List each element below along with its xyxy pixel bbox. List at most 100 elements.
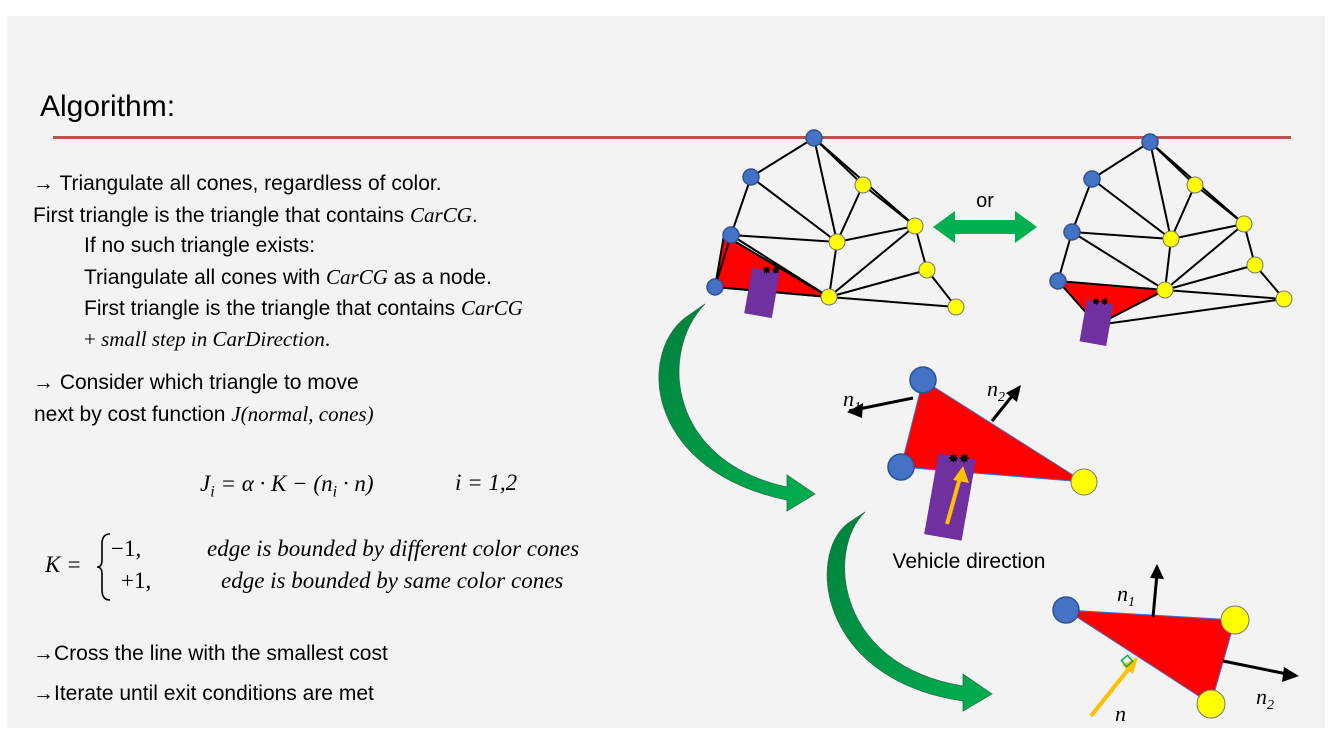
line-text: Triangulate all cones with [84, 266, 327, 289]
line-text-post: as a node. [387, 266, 492, 289]
line-cost-function: next by cost function J(normal, cones) [34, 402, 374, 427]
blue-cone [722, 226, 740, 244]
eq-j-rhs2: · n) [337, 471, 374, 496]
algorithm-figure: ✸✸ or [658, 129, 1299, 726]
yellow-cone [1246, 256, 1264, 274]
eq-j-symbol: J [200, 471, 211, 496]
blue-cone [887, 453, 915, 481]
line-small-step: + small step in CarDirection. [84, 327, 330, 352]
yellow-cone [947, 298, 965, 316]
slide-title: Algorithm: [40, 90, 176, 123]
line-text: next by cost function [34, 403, 232, 426]
line-triangulate: → Triangulate all cones, regardless of c… [33, 172, 442, 195]
plus-sign: + [84, 327, 102, 351]
blue-cone [909, 366, 937, 394]
line-consider: → Consider which triangle to move [33, 371, 359, 394]
n1-arrow-2 [1151, 573, 1159, 618]
yellow-cone [1162, 230, 1180, 248]
period: . [471, 204, 478, 227]
yellow-cone [906, 217, 924, 235]
yellow-cone [1235, 215, 1253, 233]
equation-k-left: K = [45, 552, 82, 577]
title-rule [53, 136, 1291, 139]
cones-2 [1049, 133, 1293, 308]
blue-cone [1049, 272, 1067, 290]
blue-cone [1063, 223, 1081, 241]
k-case-2-value: +1, [121, 568, 152, 593]
cost-J: J [231, 402, 241, 426]
equation-j: Ji = α · K − (ni · n) [200, 470, 373, 502]
line-cross: →Cross the line with the smallest cost [33, 642, 388, 665]
n1-label: n1 [843, 386, 861, 415]
line-first-triangle-text: First triangle is the triangle that cont… [33, 204, 411, 227]
carcg-math: CarCG [326, 265, 388, 289]
n-label: n [1115, 701, 1126, 726]
mesh-1-edges [714, 137, 957, 308]
line-first-triangle-2: First triangle is the triangle that cont… [84, 296, 523, 321]
curved-arrow-icon [658, 303, 816, 512]
k-case-1-value: −1, [111, 536, 142, 561]
triangulation-1: ✸✸ [706, 129, 965, 319]
small-step-math: small step in CarDirection [101, 327, 325, 351]
current-triangle-2 [1055, 279, 1169, 327]
yellow-cone [820, 288, 838, 306]
line-if-no-triangle: If no such triangle exists: [84, 234, 316, 257]
headlights-icon: ✸✸ [762, 265, 780, 277]
zoom-triangle-2: n1 n2 n [1052, 564, 1299, 726]
cost-args: (normal, cones) [240, 402, 374, 426]
n1-label-2: n1 [1117, 581, 1135, 610]
line-text: First triangle is the triangle that cont… [84, 297, 462, 320]
headlights-icon: ✸✸ [1092, 297, 1109, 308]
period: . [324, 327, 331, 351]
yellow-cone [918, 261, 936, 279]
yellow-cone [1070, 468, 1098, 496]
blue-cone [742, 168, 760, 186]
direction-arrowhead [953, 466, 969, 483]
yellow-cone [1220, 605, 1250, 635]
vehicle-direction-label: Vehicle direction [893, 550, 1046, 573]
k-case-1-desc: edge is bounded by different color cones [207, 536, 580, 561]
line-first-triangle: First triangle is the triangle that cont… [33, 203, 478, 228]
blue-cone [805, 129, 823, 147]
double-arrow-icon [933, 211, 1037, 243]
headlights-icon: ✸✸ [948, 451, 970, 466]
n-arrow [1089, 664, 1133, 718]
vehicle-direction-arrow [945, 473, 963, 525]
triangulation-2: ✸✸ [1049, 133, 1293, 346]
yellow-cone [854, 176, 872, 194]
carcg-math: CarCG [410, 203, 472, 227]
blue-cone [1083, 170, 1101, 188]
yellow-cone [1196, 689, 1226, 719]
line-triangulate-carcg: Triangulate all cones with CarCG as a no… [84, 265, 492, 290]
line-iterate: →Iterate until exit conditions are met [33, 682, 374, 705]
brace-icon [96, 533, 111, 601]
zoom-triangle-1: ✸✸ n1 n2 [843, 366, 1098, 541]
blue-cone [706, 278, 724, 296]
eq-n-sub: i [332, 483, 338, 501]
curved-arrow-icon-2 [826, 511, 993, 712]
vehicle-1 [744, 267, 780, 319]
yellow-cone [1186, 176, 1204, 194]
carcg-math: CarCG [461, 296, 523, 320]
k-case-2-desc: edge is bounded by same color cones [221, 568, 564, 593]
n2-label: n2 [987, 376, 1005, 405]
n2-arrowhead-2 [1282, 667, 1299, 682]
n2-arrow-2 [1222, 659, 1288, 676]
vehicle-2 [1079, 299, 1114, 346]
or-label: or [976, 190, 994, 212]
blue-cone [1141, 133, 1159, 151]
yellow-cone [1156, 281, 1174, 299]
n2-label-2: n2 [1256, 684, 1274, 713]
eq-j-sub: i [210, 483, 215, 501]
n1-arrowhead-2 [1150, 564, 1164, 579]
equation-j-condition: i = 1,2 [455, 470, 518, 495]
n2-arrowhead [1006, 385, 1021, 402]
eq-j-rhs1: = α · K − (n [214, 471, 333, 496]
right-angle-icon [1120, 654, 1134, 668]
blue-cone [1052, 596, 1080, 624]
n1-arrowhead [847, 403, 863, 418]
yellow-cone [1275, 290, 1293, 308]
slide: Algorithm: → Triangulate all cones, rega… [7, 16, 1325, 728]
n-arrowhead [1122, 657, 1138, 674]
yellow-cone [828, 233, 846, 251]
